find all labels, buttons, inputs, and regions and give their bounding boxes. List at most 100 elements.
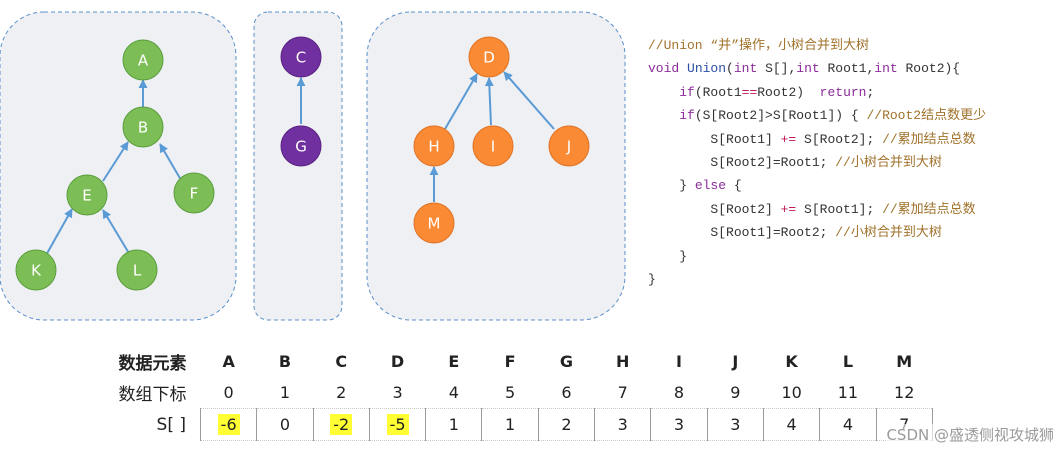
code-token: S[Root2]=Root1;	[648, 154, 836, 170]
svg-text:B: B	[138, 119, 148, 137]
code-token: //Union “并”操作，小树合并到大树	[648, 38, 870, 53]
svg-text:G: G	[295, 138, 307, 156]
node-h: H	[413, 125, 455, 167]
tree-panel-a	[0, 11, 237, 321]
index-cell: 8	[673, 383, 685, 402]
node-a: A	[122, 39, 164, 81]
element-cell: E	[448, 352, 460, 371]
s-array-row: S[ ] -60-2-5112333447	[82, 408, 933, 441]
code-token: S[Root2];	[796, 131, 883, 147]
index-cell: 9	[730, 383, 741, 402]
code-token	[648, 85, 679, 100]
code-line: if(Root1==Root2) return;	[648, 81, 986, 104]
code-line: S[Root2] += S[Root1]; //累加结点总数	[648, 198, 986, 221]
code-token: return	[819, 84, 867, 100]
index-cell: 1	[279, 383, 291, 402]
value-cell: 0	[256, 408, 314, 441]
index-cell: 10	[781, 383, 802, 402]
code-token: //Root2结点数更少	[866, 108, 987, 124]
svg-text:L: L	[133, 262, 142, 280]
element-cell: C	[335, 352, 348, 371]
code-token: {	[726, 178, 742, 194]
code-token: if	[679, 84, 695, 100]
element-cell: F	[504, 352, 516, 371]
code-token: //累加结点总数	[882, 201, 976, 217]
parent-value: 3	[673, 415, 685, 434]
code-token: Root2){	[897, 61, 961, 77]
code-token: }	[648, 178, 695, 194]
code-token: +=	[780, 201, 797, 217]
code-token: (S[Root2]>S[Root1]) {	[694, 108, 867, 124]
value-cell: 3	[650, 408, 708, 441]
svg-text:E: E	[82, 187, 91, 205]
svg-text:F: F	[190, 185, 199, 203]
node-b: B	[122, 106, 164, 148]
element-cell: I	[676, 352, 682, 371]
parent-value: 1	[505, 415, 516, 434]
element-cell: G	[559, 352, 573, 371]
code-token: int	[874, 61, 898, 77]
code-line: void Union(int S[],int Root1,int Root2){	[648, 57, 986, 80]
element-cell: H	[616, 352, 630, 371]
svg-text:I: I	[491, 138, 495, 156]
svg-text:A: A	[138, 52, 149, 70]
parent-value: 1	[448, 415, 459, 434]
svg-text:C: C	[296, 49, 306, 67]
row-label-s: S[ ]	[156, 414, 186, 435]
code-token: }	[648, 271, 656, 287]
node-e: E	[66, 174, 108, 216]
code-line: S[Root1]=Root2; //小树合并到大树	[648, 221, 986, 244]
csdn-watermark: CSDN @盛透侧视攻城狮	[886, 424, 1054, 445]
code-line: //Union “并”操作，小树合并到大树	[648, 34, 986, 57]
element-cell: J	[732, 352, 739, 371]
highlighted-root-value: -6	[217, 414, 240, 435]
svg-text:H: H	[428, 138, 439, 156]
value-cell: -2	[312, 408, 370, 441]
edge-i-d	[484, 77, 494, 126]
parent-value: 4	[842, 415, 853, 434]
svg-text:K: K	[31, 262, 42, 280]
code-token: S[Root1]	[648, 131, 781, 147]
nodes: A B E F K L C G D H I J M	[15, 36, 590, 291]
index-cell: 0	[223, 383, 234, 402]
code-token: ==	[741, 84, 758, 100]
parent-value: 3	[617, 415, 628, 434]
parent-value: 0	[279, 415, 291, 434]
element-cell: M	[896, 352, 913, 371]
code-token: //小树合并到大树	[835, 154, 942, 170]
code-token	[648, 108, 679, 123]
code-token: }	[648, 248, 688, 264]
code-token: S[Root1];	[796, 201, 883, 217]
index-cell: 2	[336, 383, 347, 402]
code-token: S[Root2]	[648, 201, 781, 217]
edge-l-e	[102, 209, 131, 256]
index-cell: 11	[837, 383, 859, 402]
node-j: J	[548, 125, 590, 167]
code-token	[679, 61, 687, 76]
code-token: void	[648, 61, 680, 77]
node-f: F	[173, 172, 215, 214]
node-l: L	[116, 249, 158, 291]
code-line: } else {	[648, 174, 986, 197]
node-i: I	[472, 125, 514, 167]
value-cell: 3	[706, 408, 764, 441]
index-cell: 4	[448, 383, 459, 402]
node-m: M	[413, 202, 455, 244]
svg-text:M: M	[428, 215, 441, 233]
highlighted-root-value: -5	[386, 414, 409, 435]
edge-k-e	[44, 208, 73, 258]
code-token: if	[679, 108, 695, 124]
code-line: if(S[Root2]>S[Root1]) { //Root2结点数更少	[648, 104, 986, 127]
value-cell: 1	[425, 408, 483, 441]
index-cell: 5	[505, 383, 516, 402]
code-token: Root1,	[819, 61, 875, 77]
value-cell: 4	[762, 408, 821, 441]
edge-h-d	[444, 73, 478, 130]
element-cell: K	[785, 352, 798, 371]
edges	[44, 71, 555, 258]
parent-value: 4	[786, 415, 797, 434]
edge-f-b	[159, 143, 182, 181]
